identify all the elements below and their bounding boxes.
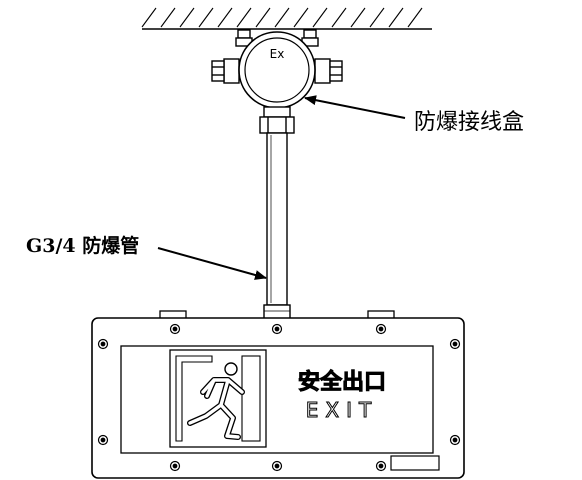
junction-box-cover (244, 37, 310, 103)
callout-label-junction-box: 防爆接线盒 (414, 110, 524, 135)
sign-english-text: EXIT (306, 398, 378, 422)
bolt (97, 434, 109, 446)
conduit-pipe (266, 132, 288, 306)
running-man-pictogram (169, 349, 267, 448)
ex-marking: Ex (270, 47, 285, 61)
bottom-outlet-nut (259, 116, 295, 134)
ceiling (141, 7, 432, 30)
conduit (263, 132, 291, 320)
exit-sign: 安全出口 EXIT (91, 310, 465, 479)
sign-chinese-text: 安全出口 (298, 369, 386, 395)
bolt (271, 460, 283, 472)
nameplate (390, 455, 440, 471)
side-hub-left (223, 58, 240, 84)
bolt (169, 323, 181, 335)
bolt (449, 338, 461, 350)
conduit-bottom-fitting (263, 304, 291, 320)
bottom-outlet-neck (263, 106, 291, 118)
side-hub-right (314, 58, 331, 84)
mount-lug-left (237, 29, 251, 39)
junction-box (211, 29, 343, 134)
bolt (375, 323, 387, 335)
bolt (271, 323, 283, 335)
side-hub-right-cap (329, 60, 343, 82)
callout-label-conduit: G3/4 防爆管 (26, 234, 139, 257)
running-figure-icon (188, 378, 244, 439)
bolt (169, 460, 181, 472)
door-frame-icon (175, 355, 213, 442)
housing-bolts (97, 323, 461, 472)
callout-arrow-conduit (157, 247, 267, 280)
figure-head-icon (224, 362, 238, 376)
mount-lug-right (303, 29, 317, 39)
side-hub-left-cap (211, 60, 225, 82)
bolt (449, 434, 461, 446)
bolt (97, 338, 109, 350)
callout-arrow-junction-box (304, 95, 406, 119)
door-opening-icon (241, 355, 261, 442)
ceiling-hatching (141, 7, 423, 28)
bolt (375, 460, 387, 472)
sign-display-window (120, 345, 434, 454)
